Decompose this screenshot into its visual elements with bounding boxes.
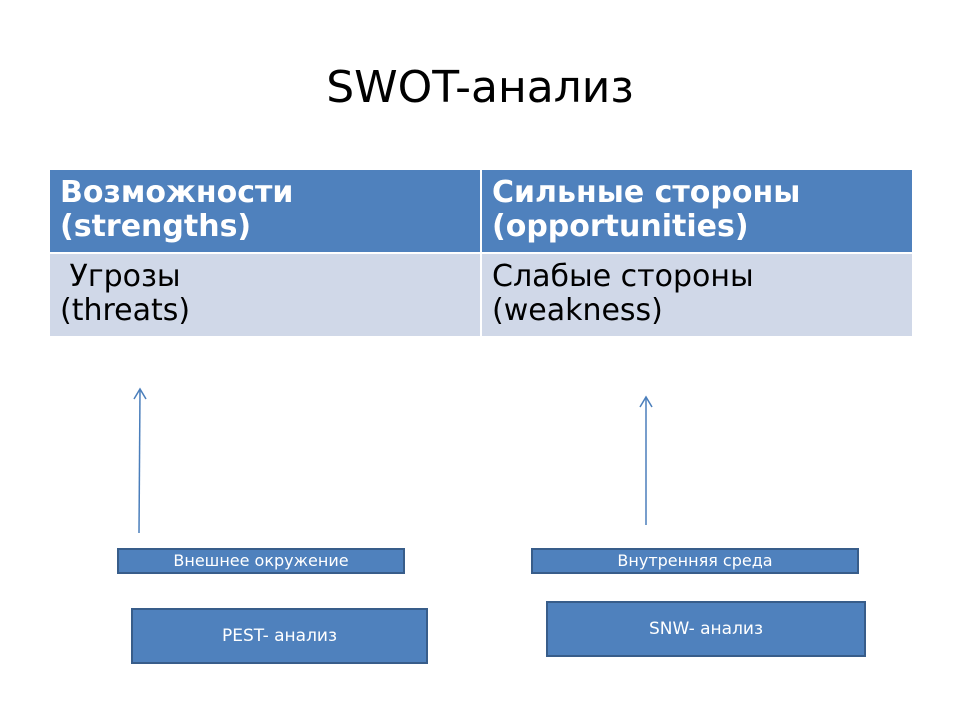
arrow-external — [133, 387, 147, 534]
swot-cell-title: Слабые стороны — [492, 259, 754, 294]
internal-environment-box: Внутренняя среда — [531, 548, 859, 574]
pest-analysis-box: PEST- анализ — [131, 608, 428, 664]
arrow-internal — [639, 395, 653, 525]
swot-header-row: Возможности (strengths) Сильные стороны … — [48, 168, 914, 254]
swot-cell-title: Возможности — [60, 175, 294, 210]
swot-cell-subtitle: (opportunities) — [492, 209, 749, 244]
swot-cell-title: Угрозы — [60, 259, 181, 294]
swot-cell-subtitle: (strengths) — [60, 209, 252, 244]
swot-body-row: Угрозы (threats) Слабые стороны (weaknes… — [48, 252, 914, 338]
swot-cell-threats: Угрозы (threats) — [48, 252, 482, 338]
swot-cell-subtitle: (threats) — [60, 293, 191, 328]
pest-analysis-label: PEST- анализ — [221, 626, 338, 646]
external-environment-box: Внешнее окружение — [117, 548, 405, 574]
snw-analysis-box: SNW- анализ — [546, 601, 866, 657]
slide-title: SWOT-анализ — [326, 62, 634, 113]
swot-cell-weakness: Слабые стороны (weakness) — [480, 252, 914, 338]
swot-cell-opportunities: Сильные стороны (opportunities) — [480, 168, 914, 254]
swot-cell-strengths: Возможности (strengths) — [48, 168, 482, 254]
swot-table: Возможности (strengths) Сильные стороны … — [48, 168, 914, 338]
snw-analysis-label: SNW- анализ — [648, 619, 764, 639]
swot-cell-title: Сильные стороны — [492, 175, 801, 210]
swot-cell-subtitle: (weakness) — [492, 293, 663, 328]
